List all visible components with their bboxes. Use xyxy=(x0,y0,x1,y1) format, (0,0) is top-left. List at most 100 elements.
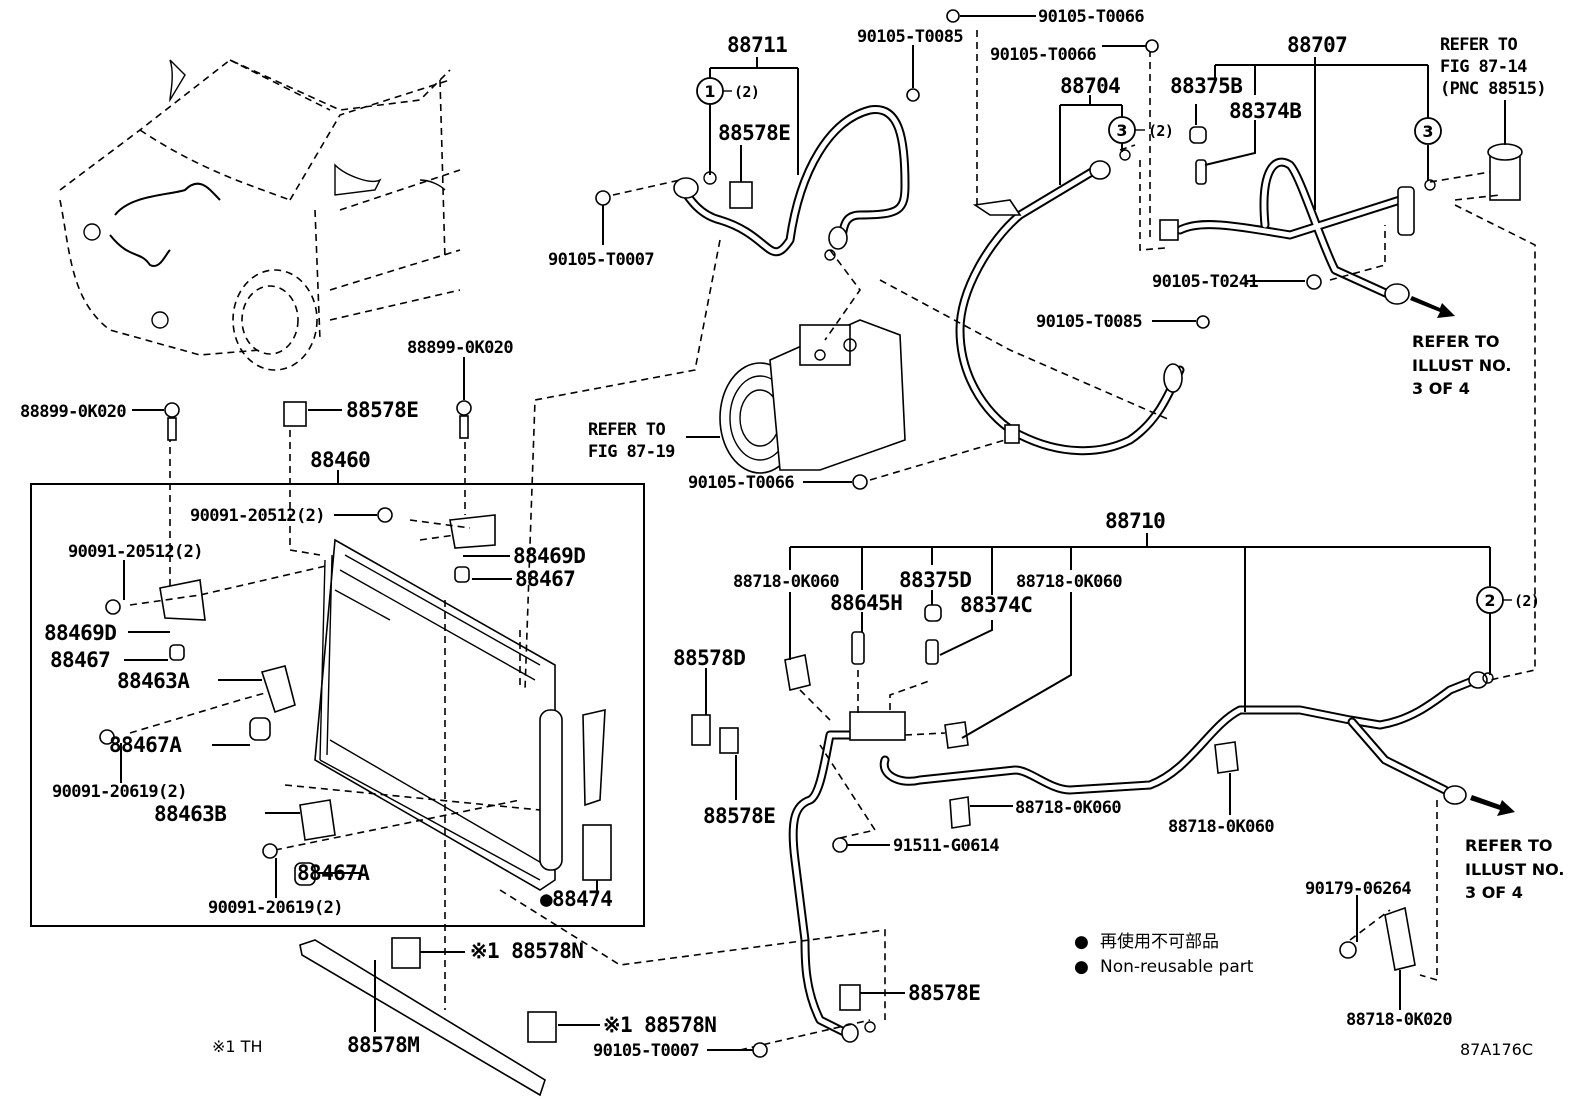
part-label-88375B[interactable]: 88375B xyxy=(1170,74,1243,98)
part-label-88718-0K020[interactable]: 88718-0K020 xyxy=(1346,1010,1453,1030)
part-label-90105-T0007[interactable]: 90105-T0007 xyxy=(548,250,655,270)
part-label-88467[interactable]: 88467 xyxy=(515,567,576,591)
part-label-88718-0K060[interactable]: 88718-0K060 xyxy=(1015,798,1122,818)
part-label-88578E[interactable]: 88578E xyxy=(908,981,981,1005)
part-label-90105-T0066[interactable]: 90105-T0066 xyxy=(1038,7,1145,27)
compressor xyxy=(719,319,906,474)
bolt-icon xyxy=(1145,39,1159,53)
part-label-90105-T0066[interactable]: 90105-T0066 xyxy=(990,45,1097,65)
reference-fig-87-19[interactable]: REFER TO FIG 87-19 xyxy=(588,420,676,462)
part-label-91511-G0614[interactable]: 91511-G0614 xyxy=(893,836,1000,856)
bolt-icon xyxy=(99,729,115,745)
leader-lines xyxy=(120,15,1506,1051)
callout-2: 2 (2) xyxy=(1476,586,1540,614)
svg-text:REFER TO: REFER TO xyxy=(1440,35,1517,55)
part-label-88710[interactable]: 88710 xyxy=(1105,509,1166,533)
part-label-90091-20512[interactable]: 90091-20512(2) xyxy=(68,542,203,562)
svg-text:FIG 87-19: FIG 87-19 xyxy=(588,442,675,462)
clip-icon xyxy=(283,401,307,427)
part-label-88474[interactable]: ●88474 xyxy=(540,887,613,911)
part-label-90105-T0007[interactable]: 90105-T0007 xyxy=(593,1041,700,1061)
part-label-90091-20512[interactable]: 90091-20512(2) xyxy=(190,506,325,526)
part-label-88374C[interactable]: 88374C xyxy=(960,593,1033,617)
bolt-icon xyxy=(595,190,611,206)
part-label-90105-T0085[interactable]: 90105-T0085 xyxy=(857,27,964,47)
footnote: ※1 TH xyxy=(212,1037,262,1056)
bolt-icon xyxy=(1306,274,1322,290)
part-label-88460[interactable]: 88460 xyxy=(310,448,371,472)
part-label-90179-06264[interactable]: 90179-06264 xyxy=(1305,879,1412,899)
part-label-88469D[interactable]: 88469D xyxy=(44,621,117,645)
cushion-icon xyxy=(391,937,421,969)
part-label-88467A[interactable]: 88467A xyxy=(297,861,371,885)
part-label-90091-20619[interactable]: 90091-20619(2) xyxy=(52,782,187,802)
part-label-88718-0K060[interactable]: 88718-0K060 xyxy=(1168,817,1275,837)
svg-text:REFER TO: REFER TO xyxy=(1412,332,1500,351)
bolt-icon xyxy=(105,599,121,615)
figure-code: 87A176C xyxy=(1460,1040,1533,1059)
part-label-88707[interactable]: 88707 xyxy=(1287,33,1348,57)
svg-text:REFER TO: REFER TO xyxy=(1465,836,1553,855)
part-label-88463A[interactable]: 88463A xyxy=(117,669,191,693)
bolt-icon xyxy=(1196,315,1210,329)
svg-text:(2): (2) xyxy=(1514,592,1539,610)
svg-text:ILLUST NO.: ILLUST NO. xyxy=(1465,860,1565,879)
pipe-88707 xyxy=(1159,143,1523,318)
part-label-88718-0K060[interactable]: 88718-0K060 xyxy=(1016,572,1123,592)
vehicle-illustration xyxy=(59,59,461,371)
svg-text:3: 3 xyxy=(1116,121,1127,140)
bracket-88578M xyxy=(299,939,546,1097)
legend-bullet-icon: ● xyxy=(1074,932,1089,952)
bolt-icon xyxy=(377,507,393,523)
part-label-88578E[interactable]: 88578E xyxy=(346,398,419,422)
part-label-88578M[interactable]: 88578M xyxy=(347,1033,420,1057)
part-label-88375D[interactable]: 88375D xyxy=(899,568,972,592)
reference-fig-87-14[interactable]: REFER TO FIG 87-14 (PNC 88515) xyxy=(1440,35,1547,99)
svg-text:1: 1 xyxy=(704,82,715,101)
bolt-icon xyxy=(906,88,920,102)
callout-3a: 3 (2) xyxy=(1108,116,1174,144)
part-label-88578E[interactable]: 88578E xyxy=(718,121,791,145)
part-label-90105-T0066[interactable]: 90105-T0066 xyxy=(688,473,795,493)
clip-icon xyxy=(839,984,861,1011)
arrow-icon xyxy=(1410,296,1455,318)
pipe-88710 xyxy=(788,671,1515,1043)
reference-illust-bottom[interactable]: REFER TO ILLUST NO. 3 OF 4 xyxy=(1465,836,1565,902)
part-label-88469D[interactable]: 88469D xyxy=(513,544,586,568)
svg-text:3 OF 4: 3 OF 4 xyxy=(1465,883,1523,902)
part-label-90105-T0085[interactable]: 90105-T0085 xyxy=(1036,312,1143,332)
part-label-90105-T0241[interactable]: 90105-T0241 xyxy=(1152,272,1259,292)
reference-illust-top[interactable]: REFER TO ILLUST NO. 3 OF 4 xyxy=(1412,332,1512,398)
bolt-icon xyxy=(752,1042,768,1058)
legend-bullet-icon: ● xyxy=(1074,957,1089,977)
arrow-icon xyxy=(1470,795,1515,816)
legend: ● 再使用不可部品 ● Non-reusable part xyxy=(1074,931,1254,977)
bolt-icon xyxy=(456,400,472,416)
callout-1: 1 (2) xyxy=(696,77,760,105)
clip-icon xyxy=(729,181,753,209)
bolt-icon xyxy=(832,837,848,853)
hose-88711 xyxy=(673,105,910,257)
svg-text:2: 2 xyxy=(1484,591,1495,610)
part-label-88578N[interactable]: ※1 88578N xyxy=(603,1013,717,1037)
part-label-88899-0K020[interactable]: 88899-0K020 xyxy=(407,338,514,358)
part-labels: 88711 88578E 90105-T0007 90105-T0085 901… xyxy=(20,7,1453,1061)
part-label-88578E[interactable]: 88578E xyxy=(703,804,776,828)
part-label-88711[interactable]: 88711 xyxy=(727,33,788,57)
part-label-88704[interactable]: 88704 xyxy=(1060,74,1121,98)
part-label-88467[interactable]: 88467 xyxy=(50,648,111,672)
part-label-88645H[interactable]: 88645H xyxy=(830,591,903,615)
condenser xyxy=(159,514,612,891)
part-label-88467A[interactable]: 88467A xyxy=(109,733,183,757)
bolt-icon xyxy=(852,474,868,490)
svg-text:ILLUST NO.: ILLUST NO. xyxy=(1412,356,1512,375)
svg-text:(PNC 88515): (PNC 88515) xyxy=(1440,79,1546,99)
part-label-88578D[interactable]: 88578D xyxy=(673,646,746,670)
part-label-88374B[interactable]: 88374B xyxy=(1229,99,1302,123)
svg-text:3 OF 4: 3 OF 4 xyxy=(1412,379,1470,398)
part-label-88718-0K060[interactable]: 88718-0K060 xyxy=(733,572,840,592)
part-label-90091-20619[interactable]: 90091-20619(2) xyxy=(208,898,343,918)
part-label-88899-0K020[interactable]: 88899-0K020 xyxy=(20,402,127,422)
part-label-88578N[interactable]: ※1 88578N xyxy=(470,939,584,963)
part-label-88463B[interactable]: 88463B xyxy=(154,802,227,826)
